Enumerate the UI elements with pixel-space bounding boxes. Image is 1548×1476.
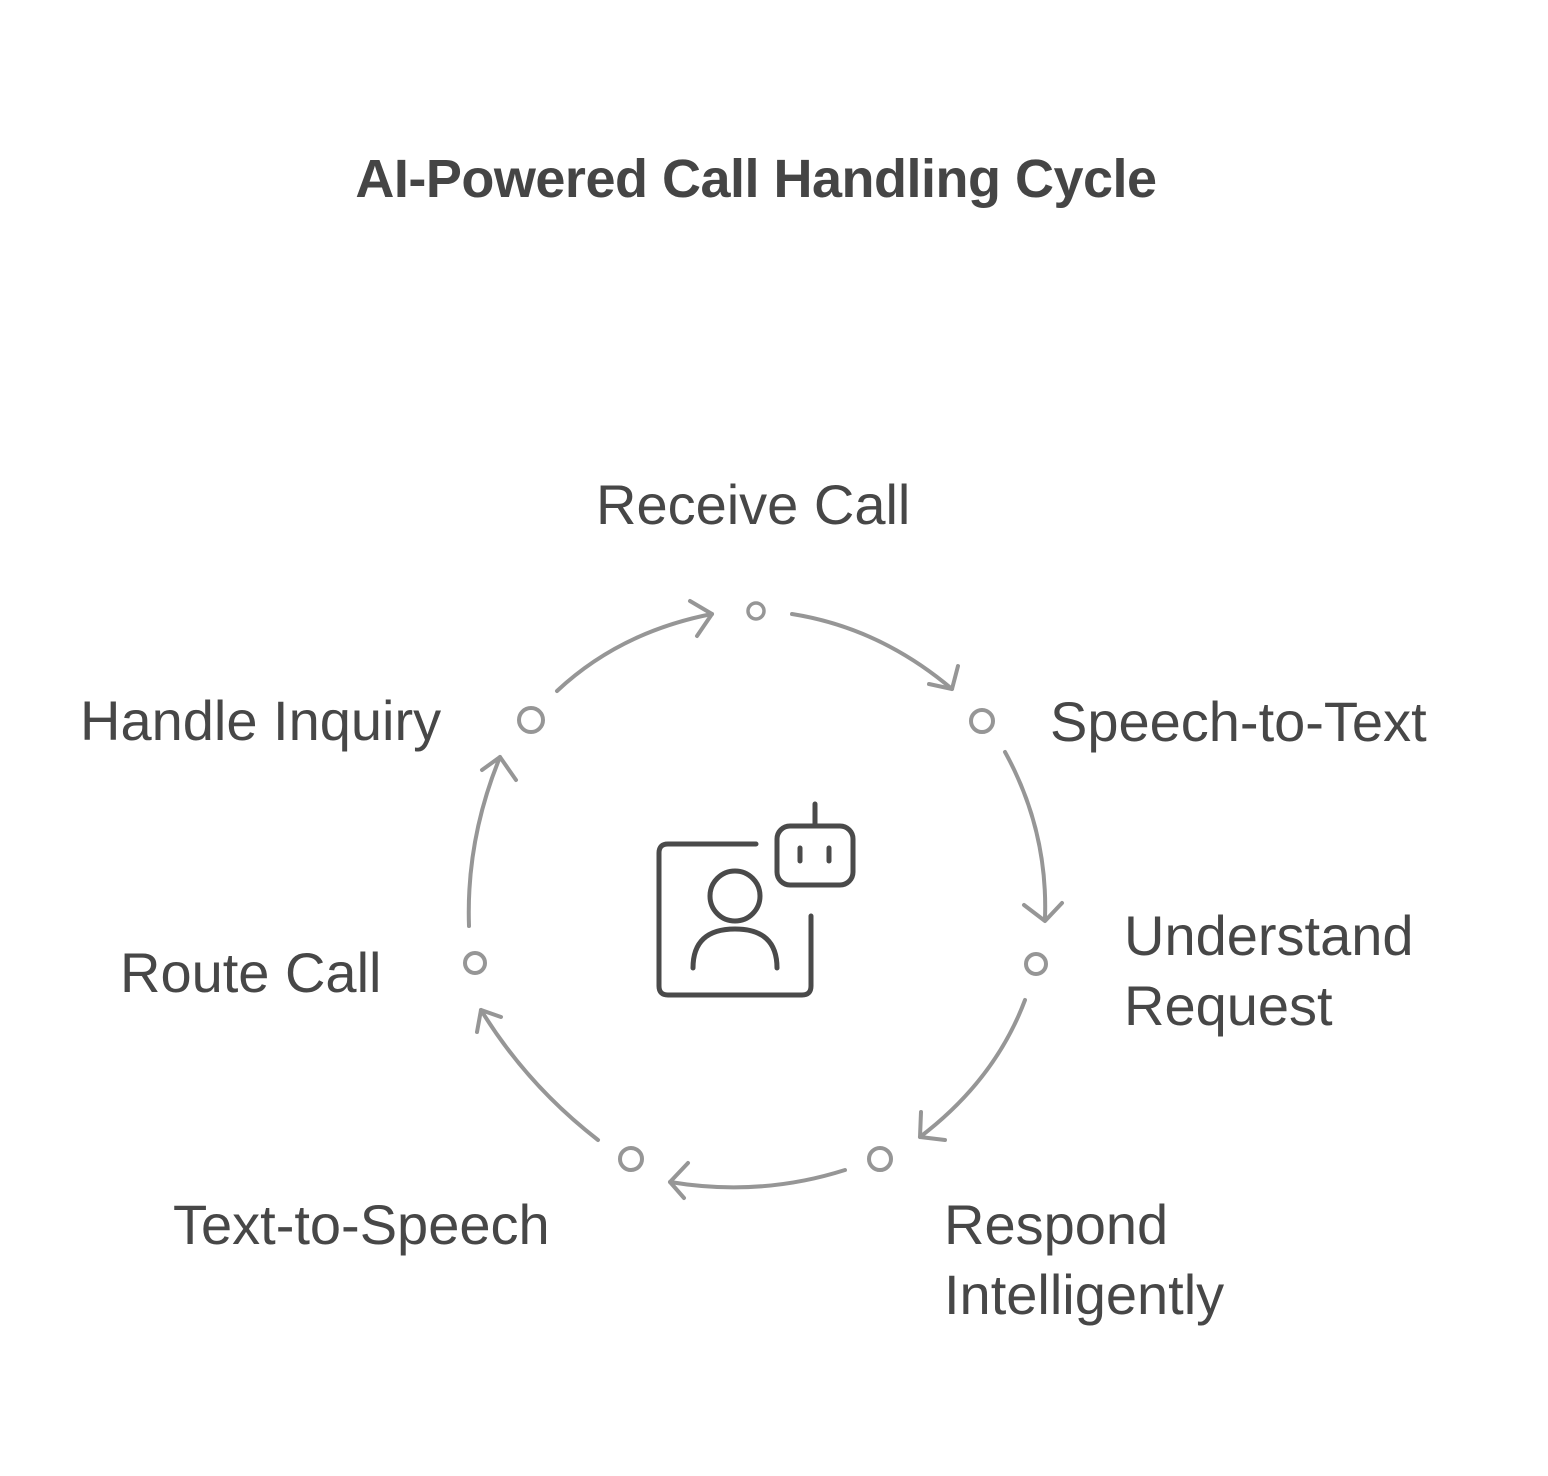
step-label-text-to-speech: Text-to-Speech xyxy=(173,1193,550,1256)
arrow-handle-to-receive xyxy=(555,599,714,693)
arrow-speech-to-understand xyxy=(1003,750,1064,923)
arrow-texttospeech-to-route xyxy=(475,1008,600,1142)
step-label-route-call: Route Call xyxy=(120,941,382,1004)
diagram-title: AI-Powered Call Handling Cycle xyxy=(355,149,1157,209)
step-label-handle-inquiry: Handle Inquiry xyxy=(80,689,442,752)
node-text-to-speech xyxy=(618,1146,644,1172)
node-respond-intelligently xyxy=(867,1146,893,1172)
step-label-understand-request: Understand Request xyxy=(1124,904,1414,1037)
person-with-robot-icon xyxy=(656,801,856,998)
arrow-route-to-handle xyxy=(466,755,518,928)
step-label-respond-intelligently: Respond Intelligently xyxy=(944,1193,1225,1326)
node-handle-inquiry xyxy=(517,706,545,734)
arrow-understand-to-respond xyxy=(918,998,1027,1142)
node-speech-to-text xyxy=(969,708,995,734)
node-understand-request xyxy=(1024,952,1048,976)
arrow-receive-to-speech xyxy=(790,612,960,691)
step-label-speech-to-text: Speech-to-Text xyxy=(1050,690,1427,753)
node-route-call xyxy=(463,951,487,975)
step-label-receive-call: Receive Call xyxy=(596,473,911,536)
arrow-respond-to-texttospeech xyxy=(668,1161,847,1200)
node-receive-call xyxy=(746,601,766,621)
